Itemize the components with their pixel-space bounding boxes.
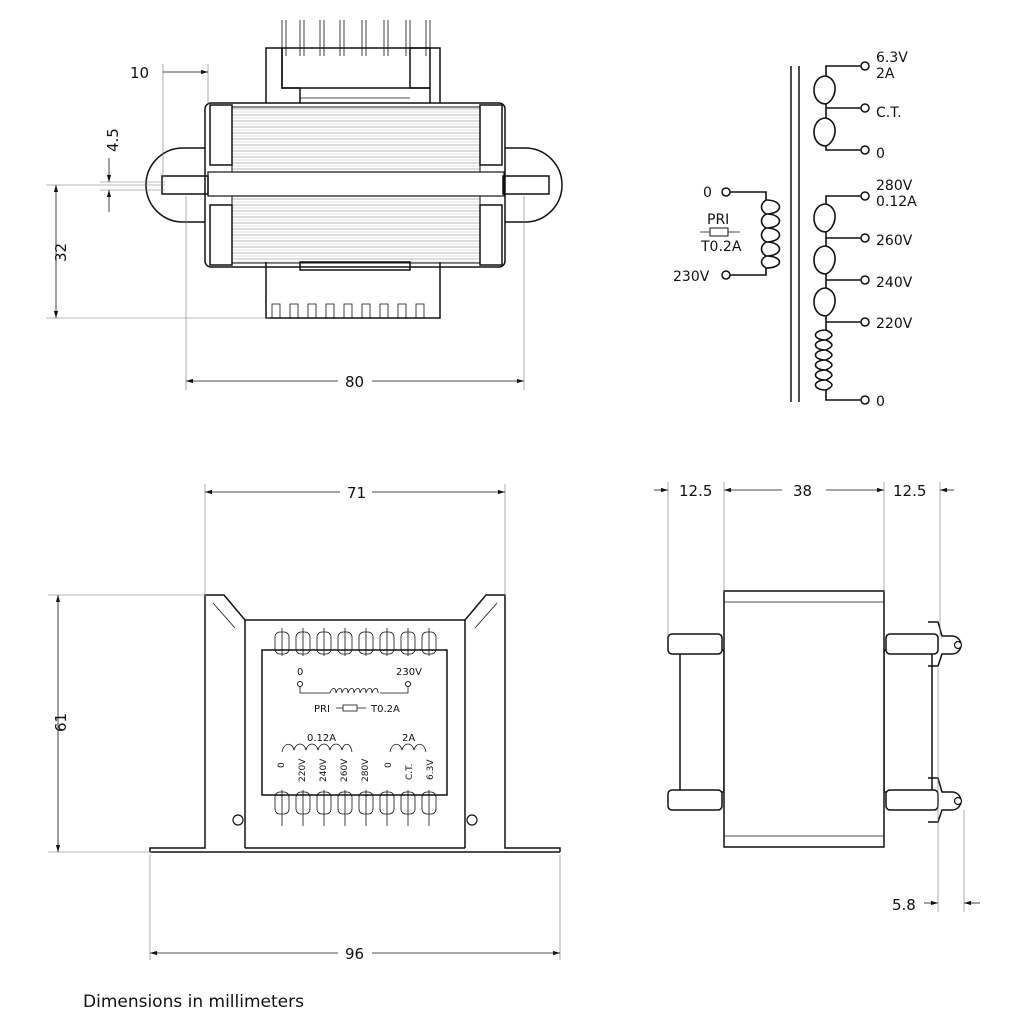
dim-61-label: 61 <box>52 713 70 732</box>
plate-terminal-label: 240V <box>319 758 329 782</box>
dim-80-label: 80 <box>345 373 364 391</box>
dim-10-label: 10 <box>130 64 149 82</box>
terminal-icon <box>860 317 870 327</box>
top-view: 10 4.5 32 80 <box>46 20 563 391</box>
lug-hole-icon <box>953 796 963 806</box>
dim-32-label: 32 <box>52 243 70 262</box>
dim-71-label: 71 <box>347 484 366 502</box>
lv-current-label: 2A <box>876 66 895 82</box>
terminal-icon <box>860 233 870 243</box>
terminal-icon <box>860 395 870 405</box>
plate-terminal-label: 0 <box>277 762 287 768</box>
plate-terminal-label: C.T. <box>405 764 415 780</box>
terminal-icon <box>860 145 870 155</box>
fuse-pri-label: PRI <box>707 212 729 228</box>
lv-zero-label: 0 <box>876 146 885 162</box>
dim-96-label: 96 <box>345 945 364 963</box>
fuse-rating-label: T0.2A <box>700 239 742 255</box>
plate-terminal-labels: 0 220V 240V 260V 280V 0 C.T. 6.3V <box>277 758 436 782</box>
wiring-schematic: 0 230V PRI T0.2A 6.3V 2A C.T. 0 <box>673 50 917 410</box>
dim-left-label: 12.5 <box>679 482 712 500</box>
plate-terminal-label: 260V <box>340 758 350 782</box>
primary-230v-label: 230V <box>673 269 710 285</box>
dimensions-caption: Dimensions in millimeters <box>83 992 304 1012</box>
hv-current-label: 0.12A <box>876 194 917 210</box>
bottom-terminal-block <box>265 261 441 319</box>
plate-terminal-label: 0 <box>384 762 394 768</box>
primary-winding: 0 230V PRI T0.2A <box>673 185 781 285</box>
side-view: 12.5 38 12.5 5.8 <box>654 482 980 914</box>
front-terminal-pins <box>274 628 437 826</box>
secondary-high-winding: 280V 0.12A 260V 240V 220V 0 <box>813 178 917 410</box>
terminal-icon <box>721 187 731 197</box>
terminal-icon <box>860 103 870 113</box>
dim-5-8-label: 5.8 <box>892 896 916 914</box>
top-terminal-block <box>265 20 441 103</box>
dim-right-label: 12.5 <box>893 482 926 500</box>
plate-hv-current: 0.12A <box>307 733 336 744</box>
hv-zero-label: 0 <box>876 394 885 410</box>
plate-pri-label: PRI <box>314 704 330 715</box>
plate-pri-230: 230V <box>396 667 422 678</box>
plate-terminal-label: 280V <box>361 758 371 782</box>
plate-lv-current: 2A <box>402 733 415 744</box>
terminal-icon <box>860 275 870 285</box>
terminal-icon <box>721 270 731 280</box>
hv-260-label: 260V <box>876 233 913 249</box>
plate-terminal-label: 220V <box>298 758 308 782</box>
lug-hole-icon <box>953 640 963 650</box>
dim-4-5-label: 4.5 <box>104 128 122 152</box>
front-view: 0 230V PRI T0.2A 0.12A 2A 0 220V 240V 26… <box>48 484 561 963</box>
primary-zero-label: 0 <box>703 185 712 201</box>
dim-center-label: 38 <box>793 482 812 500</box>
hv-220-label: 220V <box>876 316 913 332</box>
lv-voltage-label: 6.3V <box>876 50 908 66</box>
hv-240-label: 240V <box>876 275 913 291</box>
fuse-icon <box>709 227 729 237</box>
plate-terminal-label: 6.3V <box>426 759 436 780</box>
hv-voltage-label: 280V <box>876 178 913 194</box>
terminal-icon <box>860 191 870 201</box>
plate-fuse-label: T0.2A <box>370 704 400 715</box>
lv-ct-label: C.T. <box>876 105 902 121</box>
plate-pri-zero: 0 <box>297 667 303 678</box>
secondary-low-winding: 6.3V 2A C.T. 0 <box>813 50 908 162</box>
terminal-icon <box>860 61 870 71</box>
